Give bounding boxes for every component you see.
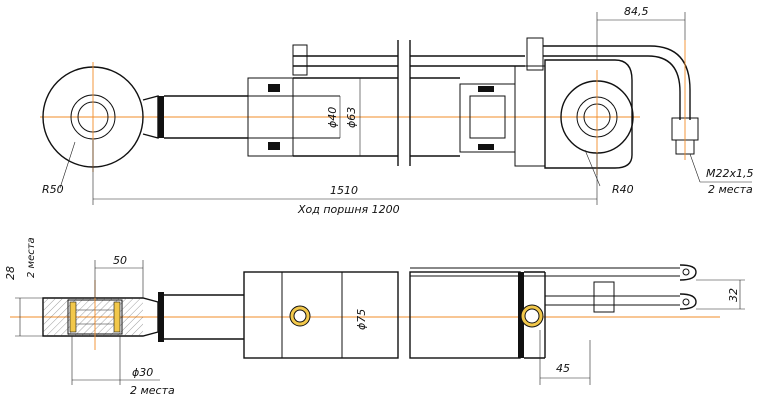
dim-offset-top-label: 84,5 [624,5,649,18]
dim-radius-right: R40 [584,149,634,196]
dim-eye-height-label: 28 [4,266,17,280]
dim-total-length: 1510 Ход поршня 1200 [92,140,598,216]
hydraulic-pipe [543,40,699,160]
dim-eye-width-label: 50 [113,254,127,267]
front-gland [247,44,308,157]
dim-pin-diameter-label: ϕ30 [132,366,153,379]
dim-port-offset: 45 [539,330,591,385]
dim-thread: M22x1,5 2 места [689,153,754,196]
bottom-view: ϕ75 28 2 места [4,237,745,397]
dim-pin-count: 2 места [130,384,175,397]
dim-total-length-label: 1510 [330,184,358,197]
dim-offset-top: 84,5 [596,5,686,60]
piston-rod [158,95,248,139]
dim-port-spacing-label: 32 [727,288,740,302]
dim-rod-diameter: ϕ40 [326,107,339,128]
dim-port-offset-label: 45 [556,362,570,375]
dim-eye-height: 28 2 места [4,237,43,337]
dim-stroke-label: Ход поршня 1200 [297,203,400,216]
top-view: 84,5 ϕ40 ϕ63 R50 R40 M22x1,5 2 места 151… [40,5,754,216]
dim-thread-count: 2 места [708,183,753,196]
dim-eye-height-count: 2 места [26,237,37,278]
dim-bore-diameter: ϕ63 [345,107,358,128]
left-eye-section [42,280,164,350]
barrel-right [409,37,633,169]
rear-body-bottom [409,264,697,359]
dim-pin-diameter: ϕ30 2 места [71,336,175,397]
barrel-body-bottom: ϕ75 [243,271,399,359]
dim-port-spacing: 32 [696,279,745,310]
dim-radius-left: R50 [42,141,76,196]
dim-thread-label: M22x1,5 [706,167,754,180]
barrel-left [293,40,399,166]
dim-tube-diameter: ϕ75 [355,309,368,330]
dim-eye-width: 50 [94,254,144,298]
dim-radius-left-label: R50 [42,183,64,196]
dim-radius-right-label: R40 [612,183,634,196]
